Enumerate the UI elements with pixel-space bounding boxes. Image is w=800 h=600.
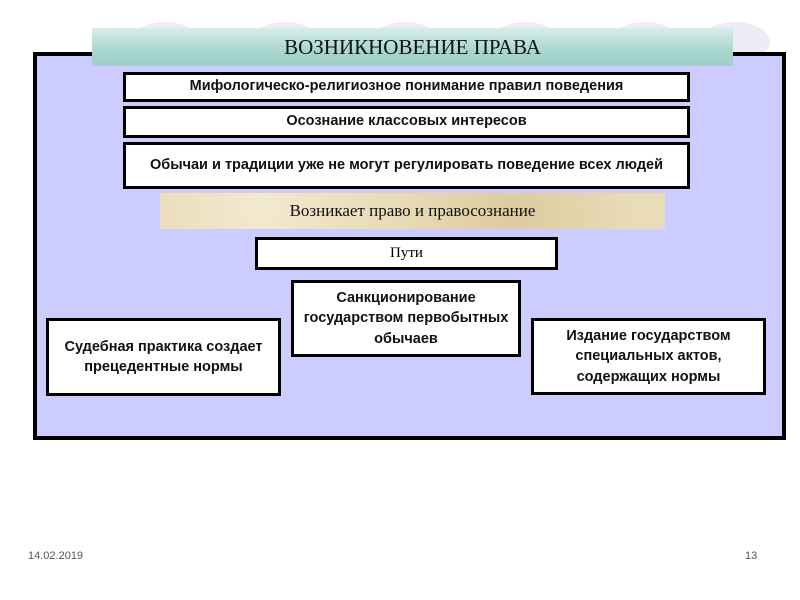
path-box-sanction: Санкционирование государством первобытны…: [291, 280, 521, 357]
path-box-acts: Издание государством специальных актов, …: [531, 318, 766, 395]
page-number: 13: [745, 550, 758, 562]
slide-title: ВОЗНИКНОВЕНИЕ ПРАВА: [92, 28, 733, 66]
cause-box-customs: Обычаи и традиции уже не могут регулиров…: [123, 142, 690, 189]
result-band: Возникает право и правосознание: [160, 193, 665, 229]
cause-box-myth: Мифологическо-религиозное понимание прав…: [123, 72, 690, 102]
cause-box-class: Осознание классовых интересов: [123, 106, 690, 138]
paths-label-box: Пути: [255, 237, 558, 270]
path-box-judicial: Судебная практика создает прецедентные н…: [46, 318, 281, 396]
footer-date: 14.02.2019: [28, 550, 84, 562]
